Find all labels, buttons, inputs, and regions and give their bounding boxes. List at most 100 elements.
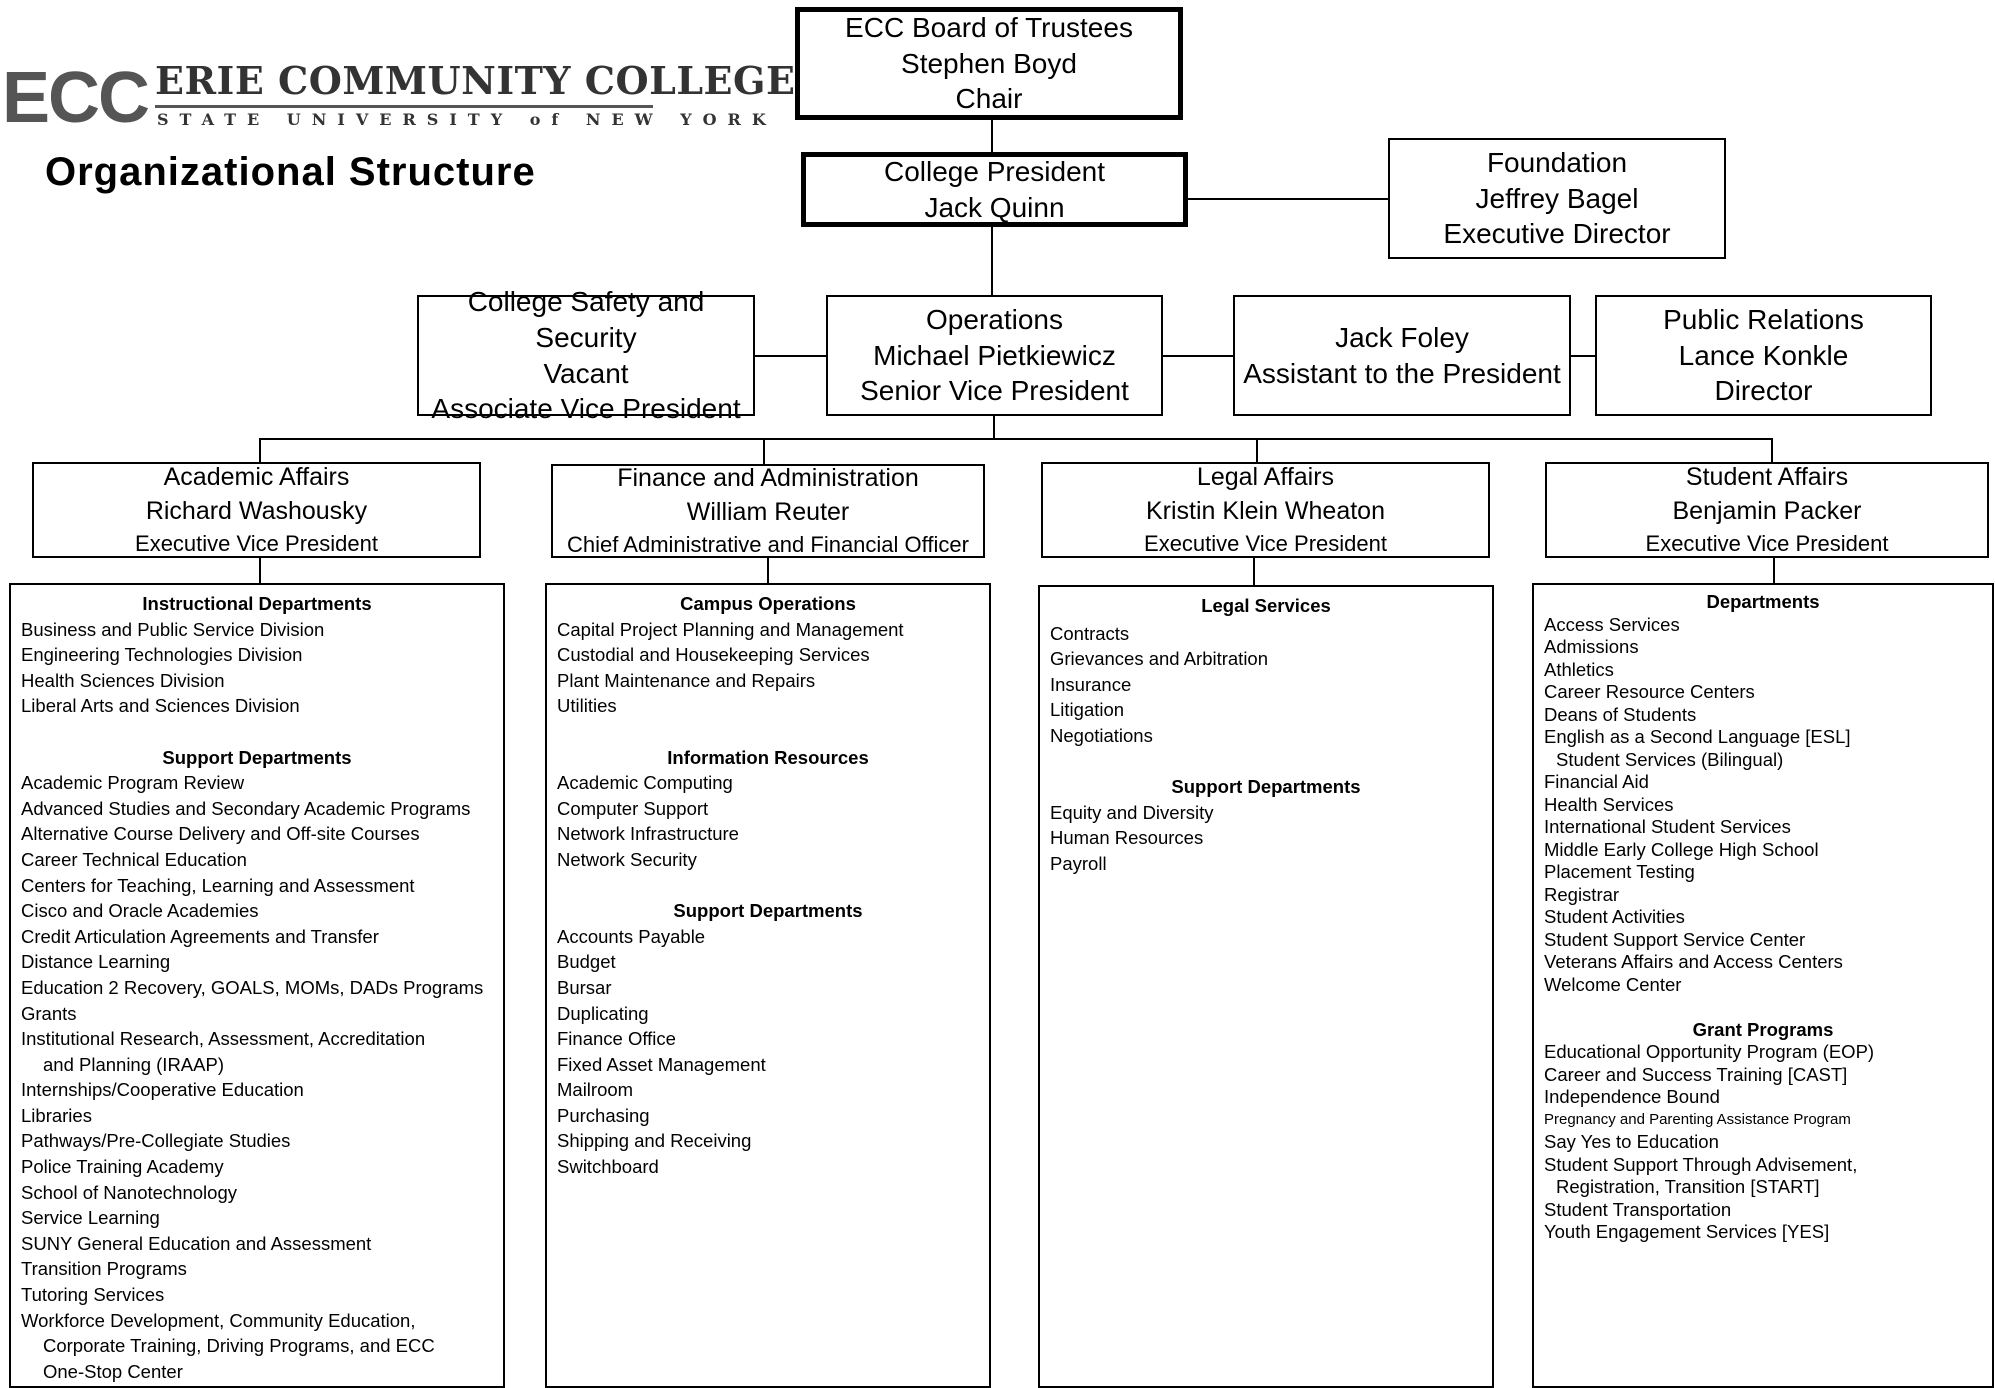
list-item: Career and Success Training [CAST] <box>1544 1063 1848 1085</box>
list-item: Academic Computing <box>557 772 733 794</box>
list-item: Purchasing <box>557 1104 650 1126</box>
list-item: Academic Program Review <box>21 772 245 794</box>
safety-title: College Safety and Security <box>467 285 705 353</box>
list-item: Finance Office <box>557 1028 676 1050</box>
list-item: Transition Programs <box>21 1258 187 1280</box>
connector-operations-bus <box>993 416 995 440</box>
legal-departments-list: Legal Services Contracts Grievances and … <box>1038 585 1494 1388</box>
list-item: Student Support Through Advisement, <box>1544 1153 1858 1175</box>
list-item: Custodial and Housekeeping Services <box>557 644 870 666</box>
operations-name: Michael Pietkiewicz <box>873 339 1116 371</box>
foundation-role: Executive Director <box>1443 218 1671 250</box>
spacer <box>557 719 989 745</box>
finance-administration-box: Finance and Administration William Reute… <box>551 464 985 558</box>
legal-title: Legal Affairs <box>1196 463 1335 492</box>
list-item: Deans of Students <box>1544 703 1697 725</box>
assistant-role: Assistant to the President <box>1243 357 1561 389</box>
list-item: SUNY General Education and Assessment <box>21 1232 372 1254</box>
list-item: Engineering Technologies Division <box>21 644 303 666</box>
connector-academic-list <box>259 558 261 584</box>
assistant-to-president-box: Jack Foley Assistant to the President <box>1233 295 1571 416</box>
list-item: Network Security <box>557 848 697 870</box>
list-item: Institutional Research, Assessment, Accr… <box>21 1028 426 1050</box>
connector-board-president <box>991 120 993 154</box>
list-item: Advanced Studies and Secondary Academic … <box>21 797 471 819</box>
student-role: Executive Vice President <box>1645 530 1889 556</box>
finance-departments-list: Campus Operations Capital Project Planni… <box>545 583 991 1388</box>
section-title: Support Departments <box>162 746 352 768</box>
list-item: Capital Project Planning and Management <box>557 618 904 640</box>
connector-president-foundation <box>1188 198 1389 200</box>
finance-title: Finance and Administration <box>617 464 919 493</box>
list-item: Insurance <box>1050 673 1132 695</box>
assistant-name: Jack Foley <box>1335 321 1469 353</box>
academic-affairs-box: Academic Affairs Richard Washousky Execu… <box>32 462 481 558</box>
list-item: Liberal Arts and Sciences Division <box>21 695 300 717</box>
list-item: Bursar <box>557 976 612 998</box>
operations-title: Operations <box>926 303 1063 335</box>
list-item: Network Infrastructure <box>557 823 739 845</box>
list-item: Payroll <box>1050 852 1107 874</box>
list-item: Health Services <box>1544 793 1674 815</box>
list-item: Grants <box>21 1002 77 1024</box>
list-item: Internships/Cooperative Education <box>21 1079 304 1101</box>
list-item: Computer Support <box>557 797 709 819</box>
list-item: Contracts <box>1050 622 1130 644</box>
list-item: Middle Early College High School <box>1544 838 1819 860</box>
list-item: Centers for Teaching, Learning and Asses… <box>21 874 415 896</box>
board-role: Chair <box>955 83 1023 115</box>
logo-subtitle: STATE UNIVERSITY of NEW YORK <box>157 110 777 129</box>
list-item: Equity and Diversity <box>1050 801 1214 823</box>
connector-finance-list <box>767 558 769 584</box>
list-item: International Student Services <box>1544 816 1791 837</box>
section-title: Grant Programs <box>1692 1018 1834 1040</box>
list-item: Pregnancy and Parenting Assistance Progr… <box>1544 1110 1851 1128</box>
list-item: English as a Second Language [ESL] <box>1544 726 1851 747</box>
list-item: Career Technical Education <box>21 848 247 870</box>
list-item: Cisco and Oracle Academies <box>21 900 259 922</box>
connector-bus-student <box>1771 438 1773 462</box>
list-item: Student Activities <box>1544 906 1685 927</box>
logo-rule <box>155 105 653 108</box>
list-item: Workforce Development, Community Educati… <box>21 1309 416 1331</box>
connector-bus-legal <box>1256 438 1258 462</box>
academic-title: Academic Affairs <box>163 463 350 492</box>
list-item: Veterans Affairs and Access Centers <box>1544 951 1843 972</box>
section-title: Legal Services <box>1201 595 1331 616</box>
safety-name: Vacant <box>543 357 629 389</box>
list-item: Tutoring Services <box>21 1284 165 1306</box>
board-of-trustees-box: ECC Board of Trustees Stephen Boyd Chair <box>795 7 1183 120</box>
connector-student-list <box>1773 558 1775 584</box>
connector-safety-operations <box>755 355 828 357</box>
list-item: Youth Engagement Services [YES] <box>1544 1221 1830 1242</box>
list-item: Educational Opportunity Program (EOP) <box>1544 1041 1875 1062</box>
student-name: Benjamin Packer <box>1672 497 1862 526</box>
list-item: Alternative Course Delivery and Off-site… <box>21 823 420 845</box>
college-president-box: College President Jack Quinn <box>801 152 1188 227</box>
list-item: Financial Aid <box>1544 771 1649 792</box>
operations-box: Operations Michael Pietkiewicz Senior Vi… <box>826 295 1163 416</box>
page-title: Organizational Structure <box>45 150 536 194</box>
list-item: Grievances and Arbitration <box>1050 648 1269 670</box>
foundation-title: Foundation <box>1486 146 1628 178</box>
connector-bus-finance <box>763 438 765 464</box>
list-item: Athletics <box>1544 658 1614 680</box>
spacer <box>1050 749 1492 775</box>
list-item: Police Training Academy <box>21 1156 224 1178</box>
foundation-name: Jeffrey Bagel <box>1475 182 1639 214</box>
legal-role: Executive Vice President <box>1144 530 1387 556</box>
spacer <box>1544 996 1992 1019</box>
connector-president-operations <box>991 227 993 297</box>
academic-name: Richard Washousky <box>145 497 368 526</box>
academic-departments-list: Instructional Departments Business and P… <box>9 583 505 1388</box>
connector-assistant-pr <box>1571 355 1595 357</box>
list-item: Admissions <box>1544 636 1639 657</box>
logo-college-name: ERIE COMMUNITY COLLEGE <box>155 58 796 103</box>
student-affairs-box: Student Affairs Benjamin Packer Executiv… <box>1545 462 1989 558</box>
list-item: Student Transportation <box>1544 1198 1732 1220</box>
spacer <box>21 719 503 745</box>
list-item: Fixed Asset Management <box>557 1053 766 1075</box>
list-item: Shipping and Receiving <box>557 1130 752 1152</box>
list-item: Service Learning <box>21 1207 160 1229</box>
list-item: Mailroom <box>557 1079 634 1101</box>
